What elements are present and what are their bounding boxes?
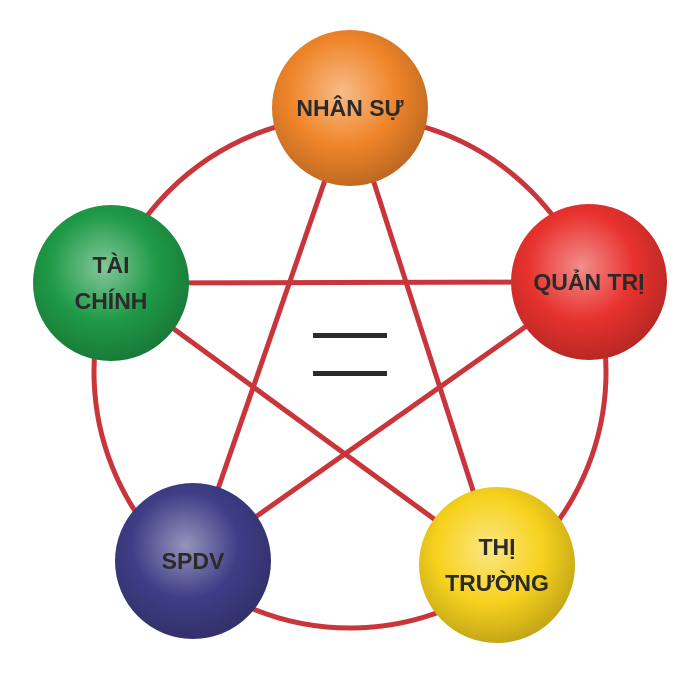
node-spdv: SPDV — [115, 483, 271, 639]
connection-nhan-su-thi-truong — [347, 107, 500, 566]
connection-tai-chinh-quan-tri — [110, 279, 590, 286]
node-circle-thi-truong — [419, 487, 575, 643]
node-quan-tri: QUẢN TRỊ — [511, 204, 667, 360]
center-bar-top — [313, 333, 387, 338]
node-label-spdv-0: SPDV — [162, 548, 225, 574]
node-label-quan-tri-0: QUẢN TRỊ — [533, 267, 644, 295]
node-label-tai-chinh-0: TÀI — [92, 251, 129, 278]
node-circle-quan-tri — [511, 204, 667, 360]
node-circle-tai-chinh — [33, 205, 189, 361]
center-symbol — [313, 333, 387, 376]
connection-quan-tri-spdv — [191, 279, 591, 564]
node-nhan-su: NHÂN SỰ — [272, 30, 428, 186]
node-label-thi-truong-1: TRƯỜNG — [445, 569, 549, 596]
connection-thi-truong-tai-chinh — [109, 280, 499, 568]
connection-spdv-nhan-su — [190, 107, 353, 562]
node-layer: NHÂN SỰ QUẢN TRỊ THỊ TRƯỜNG SPDV TÀI CHÍNH — [33, 30, 667, 643]
node-label-tai-chinh-1: CHÍNH — [75, 287, 148, 314]
pentagram-lines — [109, 107, 591, 568]
node-thi-truong: THỊ TRƯỜNG — [419, 487, 575, 643]
node-circle-nhan-su — [272, 30, 428, 186]
node-circle-spdv — [115, 483, 271, 639]
node-label-thi-truong-0: THỊ — [478, 534, 515, 560]
node-tai-chinh: TÀI CHÍNH — [33, 205, 189, 361]
node-label-nhan-su-0: NHÂN SỰ — [296, 94, 404, 121]
center-bar-bottom — [313, 371, 387, 376]
